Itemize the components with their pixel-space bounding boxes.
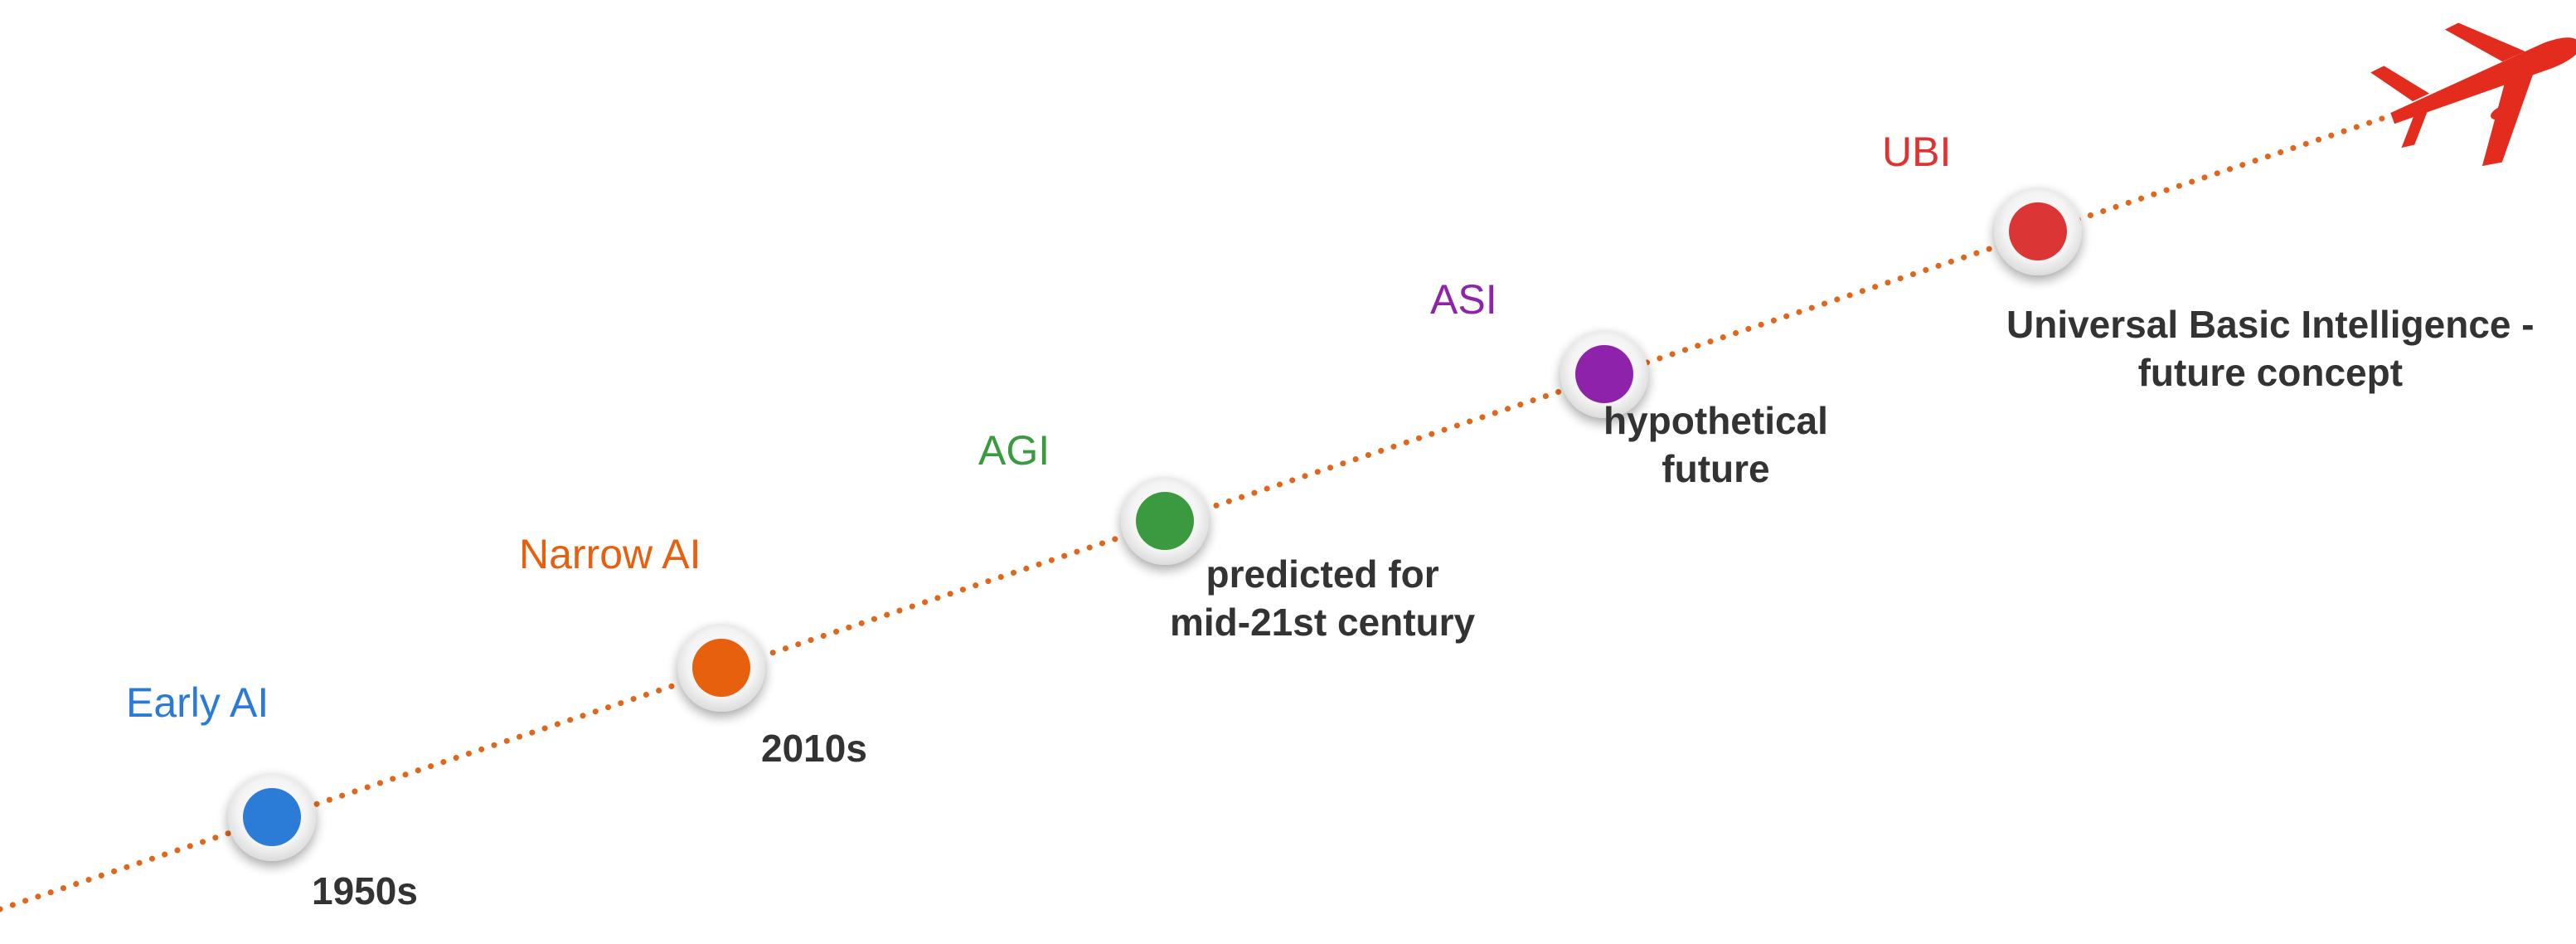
stage-title-agi: AGI (978, 427, 1050, 474)
airplane-icon (2370, 22, 2576, 167)
stage-title-ubi: UBI (1882, 129, 1952, 175)
stage-detail-narrow-ai: 2010s (761, 724, 867, 772)
stage-detail-line: future concept (2137, 351, 2404, 394)
stage-detail-line: 2010s (761, 727, 867, 770)
stage-title-asi: ASI (1430, 276, 1497, 323)
stage-detail-line: predicted for (1206, 552, 1439, 596)
stage-detail-line: future (1662, 447, 1770, 490)
stage-marker-agi (1121, 477, 1209, 565)
stage-detail-line: Universal Basic Intelligence - (2006, 303, 2535, 346)
stage-marker-early-ai (228, 773, 316, 861)
stage-dot (2009, 202, 2067, 260)
stage-dot (1136, 492, 1194, 550)
stage-dot (243, 788, 301, 846)
stage-detail-line: mid-21st century (1170, 601, 1476, 644)
stage-title-early-ai: Early AI (126, 679, 269, 726)
stage-detail-line: 1950s (312, 869, 418, 912)
stage-marker-ubi (1994, 187, 2082, 275)
stage-detail-line: hypothetical (1603, 399, 1828, 442)
stage-dot (692, 639, 750, 697)
stage-marker-narrow-ai (677, 624, 765, 712)
stage-detail-ubi: Universal Basic Intelligence - future co… (2006, 300, 2535, 397)
stage-detail-asi: hypothetical future (1603, 397, 1828, 493)
stage-title-narrow-ai: Narrow AI (519, 531, 701, 577)
stage-detail-agi: predicted for mid-21st century (1170, 550, 1475, 646)
stage-detail-early-ai: 1950s (312, 867, 418, 915)
stage-marker-asi (1560, 330, 1648, 418)
stage-dot (1575, 345, 1633, 403)
